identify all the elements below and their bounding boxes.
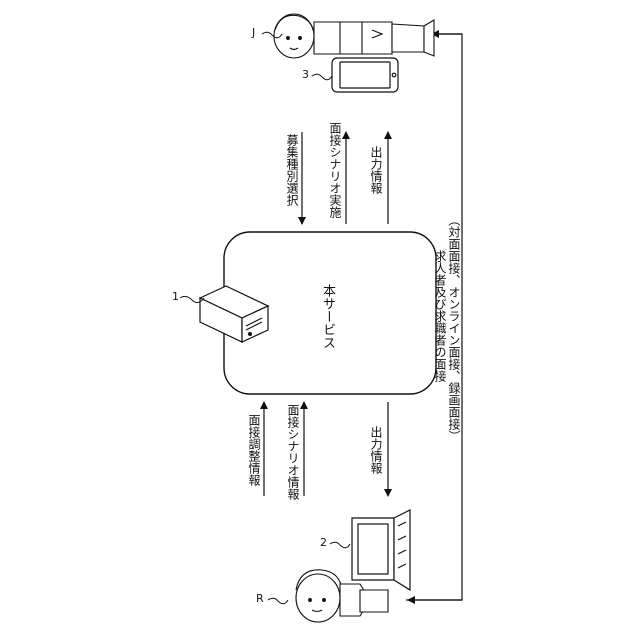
applicant-label: J xyxy=(252,26,255,39)
scenario-run-label: 面接シナリオ実施 xyxy=(327,122,344,218)
output-info-bottom-label: 出力情報 xyxy=(368,426,385,474)
smartphone-icon xyxy=(332,58,398,92)
recruitment-type-label: 募集種別選択 xyxy=(284,134,301,206)
smartphone-leader xyxy=(312,74,332,80)
server-label: 1 xyxy=(172,290,179,303)
service-label: 本サービス xyxy=(318,284,337,349)
recruiter-label: R xyxy=(256,592,264,605)
laptop-icon xyxy=(352,510,410,590)
output-info-top-label: 出力情報 xyxy=(368,146,385,194)
adjust-info-label: 面接調整情報 xyxy=(246,414,263,486)
laptop-label: 2 xyxy=(320,536,327,549)
recruiter-leader xyxy=(268,598,288,604)
smartphone-label: 3 xyxy=(302,68,309,81)
applicant-person-icon xyxy=(274,14,434,58)
scenario-info-label: 面接シナリオ情報 xyxy=(285,404,302,500)
laptop-leader xyxy=(330,542,350,548)
server-icon xyxy=(200,286,268,342)
interview-types: （対面面接、オンライン面接、録画面接） xyxy=(446,214,463,442)
